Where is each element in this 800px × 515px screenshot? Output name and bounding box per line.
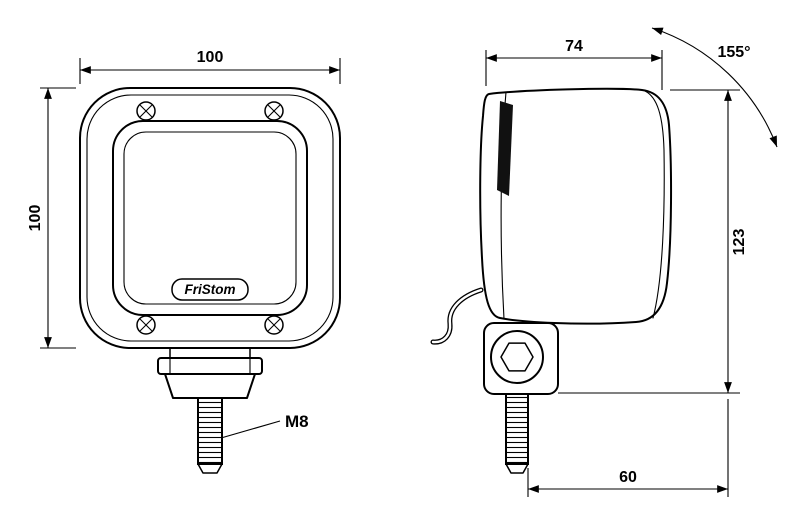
pivot-boss [490, 330, 544, 384]
cable [430, 287, 484, 345]
screw-bottom-right [264, 315, 284, 335]
screw-bottom-left [136, 315, 156, 335]
lens-bezel [112, 120, 308, 316]
screw-top-left [136, 101, 156, 121]
housing-back-contour [644, 90, 665, 319]
screw-top-right [264, 101, 284, 121]
stud-tip-side [505, 463, 529, 474]
mounting-bracket-side [483, 322, 559, 395]
dim-front-width-label: 100 [197, 49, 224, 66]
dim-side-depth-label: 74 [565, 38, 583, 55]
stud-tip-front [197, 463, 223, 474]
mounting-bracket-front [157, 347, 263, 399]
dim-stud-to-back: 60 [527, 399, 729, 497]
dim-front-width: 100 [79, 49, 341, 84]
logo-text: FriStom [184, 282, 235, 297]
threaded-stud-side [505, 393, 529, 465]
dim-tilt-angle: 155° [651, 27, 778, 148]
cable-core [431, 288, 483, 344]
dim-side-depth: 74 [485, 38, 663, 90]
dim-thread-label: M8 [285, 412, 309, 431]
dim-thread: M8 [220, 412, 309, 439]
dim-side-height-label: 123 [731, 229, 748, 256]
hex-nut [500, 342, 534, 372]
lens-inner-contour [123, 131, 297, 305]
dim-tilt-angle-label: 155° [717, 44, 750, 61]
lens-shade [497, 101, 513, 196]
dim-front-height: 100 [27, 87, 76, 349]
dim-front-height-label: 100 [27, 205, 44, 232]
threaded-stud-front [197, 397, 223, 465]
logo-badge [171, 278, 249, 301]
dim-stud-to-back-label: 60 [619, 469, 637, 486]
housing-outer-contour [79, 87, 341, 349]
side-view [430, 87, 673, 474]
housing-inner-contour [86, 94, 334, 342]
tilt-arc-arrow [651, 27, 778, 148]
front-view: FriStom [79, 87, 341, 474]
dim-side-height: 123 [558, 89, 748, 394]
